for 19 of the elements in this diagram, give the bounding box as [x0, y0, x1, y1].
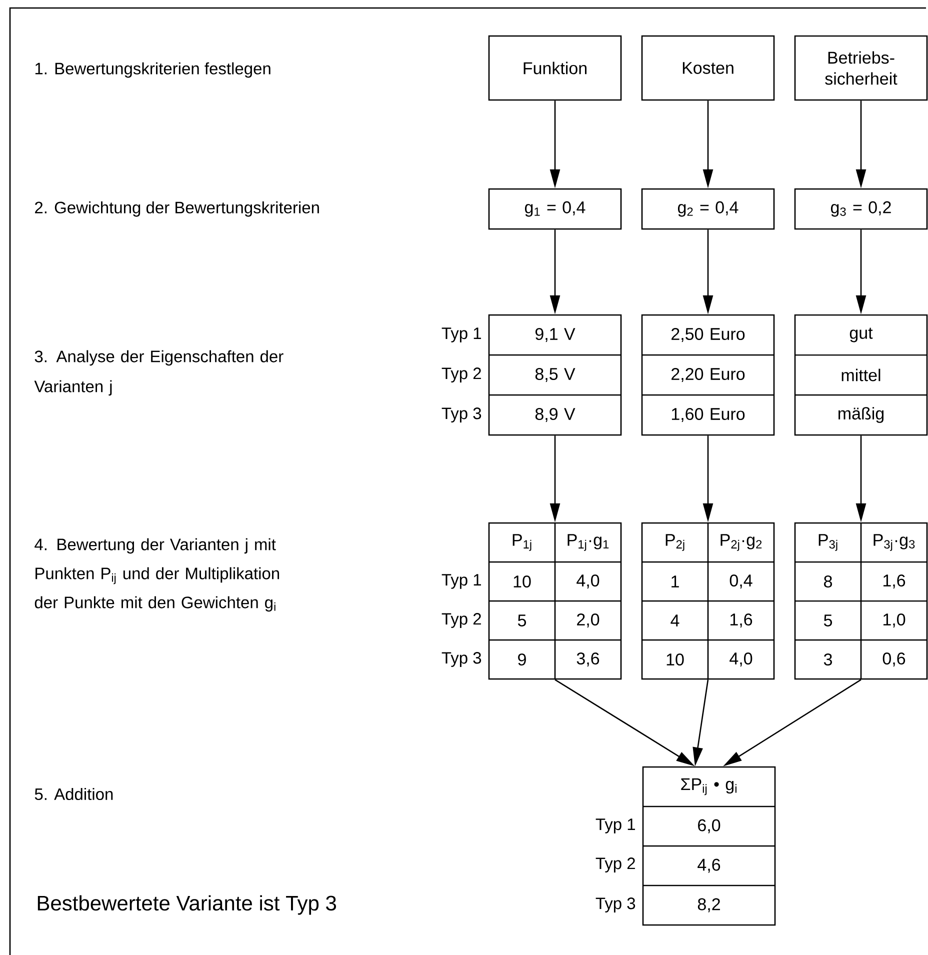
table: 2,50 Euro 2,20 Euro 1,60 Euro	[641, 314, 775, 436]
criterion-box: Kosten	[641, 35, 775, 101]
conclusion-text: Bestbewertete Variante ist Typ 3	[38, 895, 336, 915]
criterion-box: Funktion	[488, 35, 622, 101]
weight-box: g$_{2}$ = 0,4	[641, 188, 775, 230]
table: ΣP$_{ij}$ • g$_{i}$ 6,0 4,6 8,2	[642, 766, 776, 926]
weight-box: g$_{1}$ = 0,4	[488, 188, 622, 230]
table: P$_{1j}$ P$_{1j}$·g$_{1}$ 10 4,0 5 2,0 9 3,6	[488, 522, 622, 680]
step-text: 5. Addition	[34, 788, 113, 800]
table: P$_{3j}$ P$_{3j}$·g$_{3}$ 8 1,6 5 1,0 3 0,6	[794, 522, 928, 680]
step-text: 2. Gewichtung der Bewertungskriterien	[35, 201, 319, 217]
table: P$_{2j}$ P$_{2j}$·g$_{2}$ 1 0,4 4 1,6 10 4,0	[641, 522, 775, 680]
table: gut mittel mäßig	[794, 314, 928, 436]
criterion-box: Betriebs-sicherheit	[794, 35, 928, 101]
table: 9,1 V 8,5 V 8,9 V	[488, 314, 622, 436]
step-text: 3. Analyse der Eigenschaften der Varianten j	[34, 350, 284, 396]
weight-box: g$_{3}$ = 0,2	[794, 188, 928, 230]
step-text: 4. Bewertung der Varianten j mit Punkten P$_{ij}$ und der Multiplikation der Punkte mit den Gewichten g$_{i}$	[34, 538, 280, 612]
step-text: 1. Bewertungskriterien festlegen	[35, 62, 270, 78]
